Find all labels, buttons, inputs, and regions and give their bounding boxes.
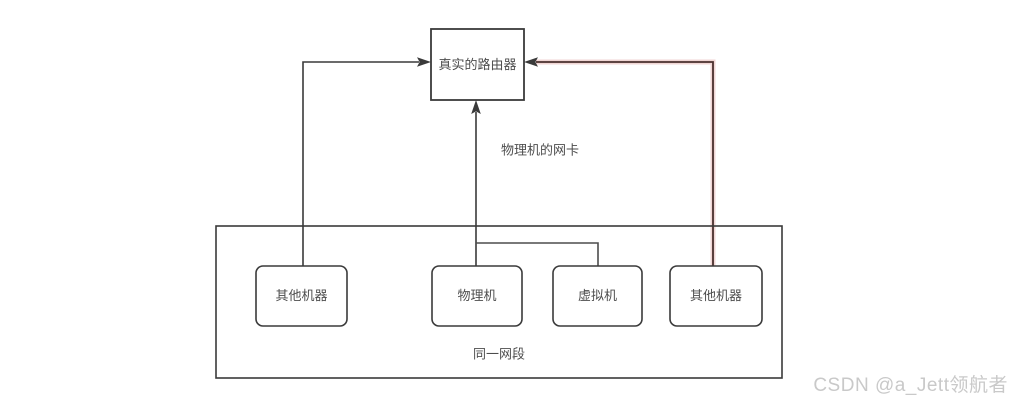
edge-highlight-halo [536,59,716,266]
node-physical-machine[interactable]: 物理机 [431,265,523,327]
container-label: 同一网段 [473,346,525,361]
edge-physical-machine-to-virtual-machine [476,242,599,266]
virtual-machine-box[interactable] [552,265,643,327]
other-machine-right-box[interactable] [669,265,763,327]
router-box[interactable] [430,28,525,101]
edge-other-machine-left-to-router [302,57,431,266]
arrowhead-into-router-bottom [471,100,481,114]
physical-machine-box[interactable] [431,265,523,327]
arrowhead-into-router-right [524,57,538,67]
csdn-watermark: CSDN @a_Jett领航者 [813,375,1008,396]
router-label: 真实的路由器 [438,57,516,72]
container-border [215,225,783,379]
edge-line [302,61,419,266]
edge-line [476,242,599,266]
edge-physical-machine-to-router [471,100,481,266]
other-machine-right-label: 其他机器 [690,288,742,303]
node-other-machine-left[interactable]: 其他机器 [255,265,348,327]
other-machine-left-label: 其他机器 [275,288,327,303]
other-machine-left-box[interactable] [255,265,348,327]
edge-highlight-line [536,61,714,266]
physical-machine-label: 物理机 [457,288,496,303]
arrowhead-into-router-left [417,57,431,67]
physical-nic-label: 物理机的网卡 [501,142,579,157]
edge-other-machine-right-to-router [524,57,716,266]
container-same-subnet: 同一网段 [215,225,783,379]
node-router[interactable]: 真实的路由器 [430,28,525,101]
node-virtual-machine[interactable]: 虚拟机 [552,265,643,327]
node-other-machine-right[interactable]: 其他机器 [669,265,763,327]
virtual-machine-label: 虚拟机 [578,288,617,303]
